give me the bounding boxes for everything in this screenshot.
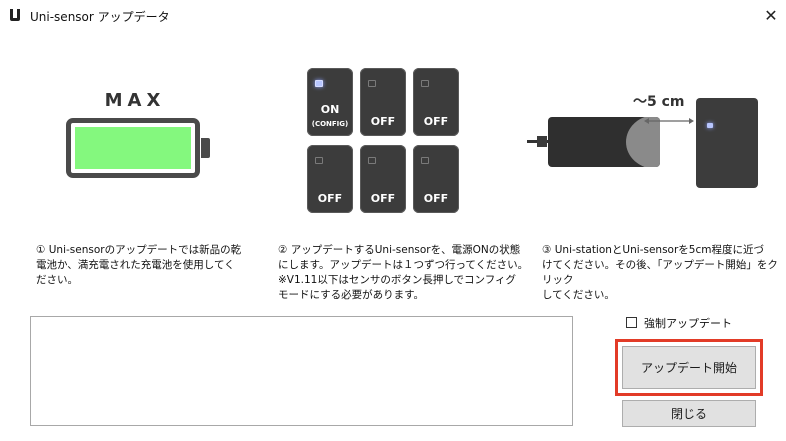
sensor-mode-label: (CONFIG) [311,120,349,128]
station-arc [626,117,660,167]
sensor-state-label: OFF [370,115,396,128]
force-update-checkbox[interactable] [626,317,637,328]
sensor-state-label: OFF [423,115,449,128]
instruction-step-1: ① Uni-sensorのアップデートでは新品の乾 電池か、満充電された充電池を… [36,243,241,288]
sensor-state-label: ON [320,103,340,116]
battery-terminal [201,138,210,158]
instruction-line: にします。アップデートは１つずつ行ってください。 [278,259,529,271]
led-on-icon [315,80,323,87]
instruction-step-2: ② アップデートするUni-sensorを、電源ONの状態 にします。アップデー… [278,243,528,303]
sensor-off: OFF [360,68,406,136]
sensor-off: OFF [413,145,459,213]
log-output-area[interactable] [30,316,573,426]
instruction-line: 電池か、満充電された充電池を使用してく [36,259,235,271]
double-arrow-icon [644,118,694,124]
battery-icon [66,118,200,178]
close-button[interactable]: 閉じる [622,400,756,427]
instruction-line: けてください。その後、「アップデート開始」をクリック [542,259,778,286]
instruction-line: ださい。 [36,274,78,286]
instruction-line: してください。 [542,289,615,301]
station-plug [537,136,547,147]
led-off-icon [421,157,429,164]
led-on-icon [707,123,713,128]
sensor-state-label: OFF [317,192,343,205]
battery-fill [75,127,191,169]
app-icon [10,9,20,21]
sensor-state-label: OFF [370,192,396,205]
instruction-line: ① Uni-sensorのアップデートでは新品の乾 [36,244,242,256]
instruction-line: ※V1.11以下はセンサのボタン長押しでコンフィグ [278,274,517,286]
sensor-off: OFF [360,145,406,213]
instruction-line: ② アップデートするUni-sensorを、電源ONの状態 [278,244,521,256]
sensor-off: OFF [307,145,353,213]
led-off-icon [315,157,323,164]
title-bar: Uni-sensor アップデータ ✕ [0,0,786,32]
sensor-on-config: ON (CONFIG) [307,68,353,136]
distance-label: 〜5 cm [633,94,685,110]
sensor-off: OFF [413,68,459,136]
instruction-line: モードにする必要があります。 [278,289,425,301]
instruction-step-3: ③ Uni-stationとUni-sensorを5cm程度に近づ けてください… [542,243,786,303]
uni-sensor-device [696,98,758,188]
led-off-icon [368,80,376,87]
uni-station-device [548,117,660,167]
sensor-state-label: OFF [423,192,449,205]
led-off-icon [368,157,376,164]
led-off-icon [421,80,429,87]
force-update-label[interactable]: 強制アップデート [644,317,732,330]
start-button-highlight [615,339,763,396]
instruction-line: ③ Uni-stationとUni-sensorを5cm程度に近づ [542,244,764,256]
close-window-button[interactable]: ✕ [764,6,778,25]
start-update-button[interactable]: アップデート開始 [622,346,756,389]
window-title: Uni-sensor アップデータ [30,10,170,24]
battery-max-label: MAX [104,90,166,111]
